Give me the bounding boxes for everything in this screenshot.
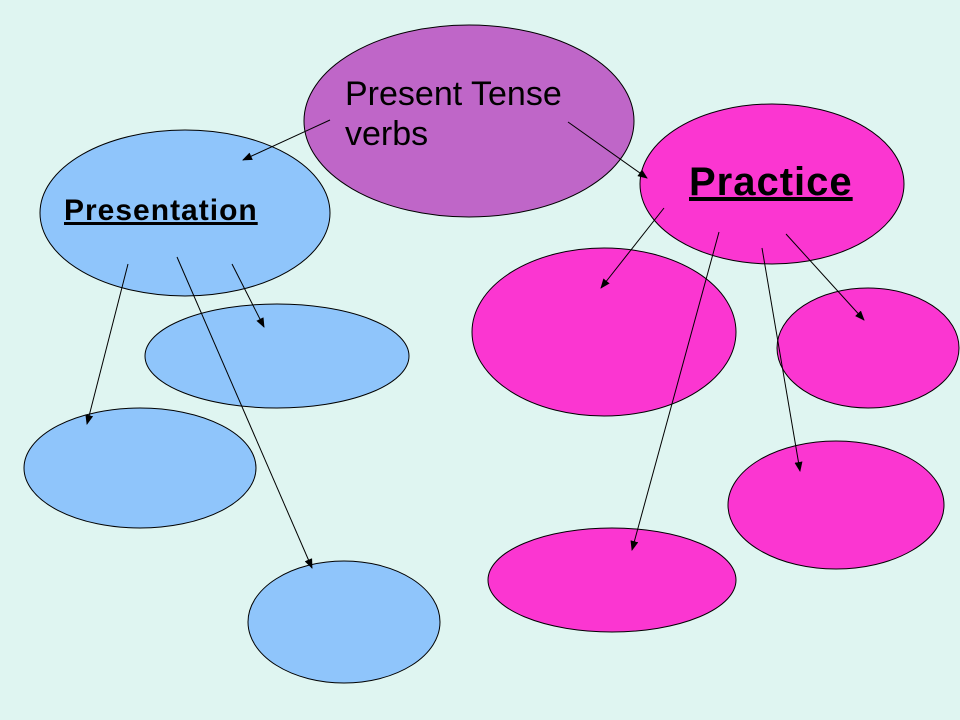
practice-node-label: Practice <box>689 160 853 204</box>
practice-child-4 <box>487 527 737 633</box>
practice-child-1 <box>471 247 737 417</box>
root-node-label-line-2: verbs <box>345 115 429 153</box>
presentation-node-label: Presentation <box>64 194 258 227</box>
arrow-root-to-practice <box>567 121 648 179</box>
practice-node <box>639 103 905 265</box>
presentation-child-2 <box>23 407 257 529</box>
arrow-practice-to-child-3 <box>761 247 803 472</box>
arrow-practice-to-child-1 <box>600 207 665 289</box>
arrow-practice-to-child-2 <box>785 233 865 321</box>
arrow-presentation-to-child-1 <box>231 263 265 328</box>
arrow-presentation-to-child-2 <box>85 263 129 425</box>
practice-child-3 <box>727 440 945 570</box>
practice-child-2 <box>776 287 960 409</box>
arrow-root-to-presentation <box>242 119 331 161</box>
arrow-presentation-to-child-3 <box>176 256 313 569</box>
presentation-child-3 <box>247 560 441 684</box>
root-node-label-line-1: Present Tense <box>345 75 562 113</box>
presentation-node <box>39 129 331 297</box>
presentation-child-1 <box>144 303 410 409</box>
arrow-practice-to-child-4 <box>630 231 720 551</box>
root-node-label: Present Tense verbs <box>345 74 605 154</box>
root-node <box>303 24 635 218</box>
